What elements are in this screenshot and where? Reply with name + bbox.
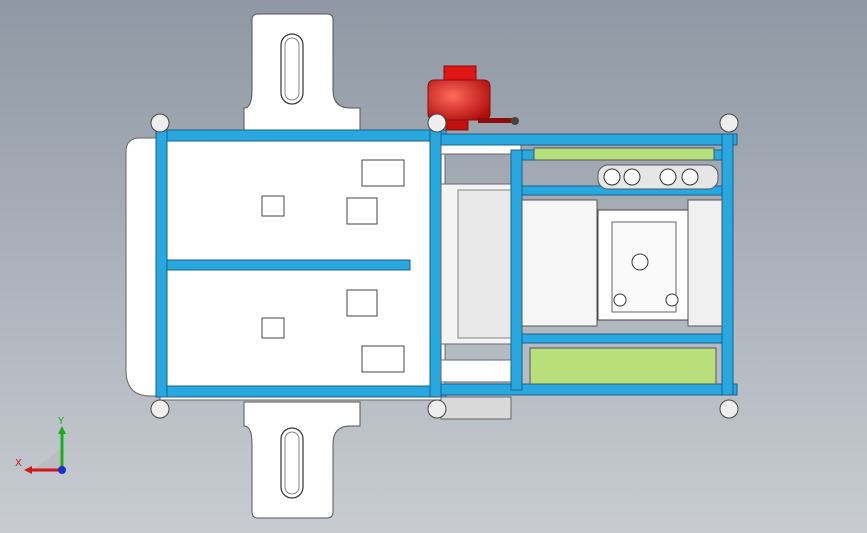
coordinate-triad-icon: X Y — [15, 416, 66, 474]
drive-motor[interactable] — [427, 65, 519, 131]
bottom-green-panel[interactable] — [529, 347, 717, 385]
axis-y-label: Y — [57, 416, 65, 427]
corner-wheels[interactable] — [150, 113, 739, 419]
axis-x-label: X — [15, 458, 22, 469]
left-frame[interactable] — [155, 129, 447, 398]
roller-chain[interactable] — [597, 164, 719, 190]
bearing-blocks[interactable] — [261, 159, 405, 373]
bottom-mounting-plate[interactable] — [243, 401, 361, 519]
right-carriage[interactable] — [521, 199, 723, 327]
top-green-panel[interactable] — [533, 147, 715, 161]
top-mounting-plate[interactable] — [243, 13, 361, 133]
left-guard-plate[interactable] — [125, 137, 161, 397]
